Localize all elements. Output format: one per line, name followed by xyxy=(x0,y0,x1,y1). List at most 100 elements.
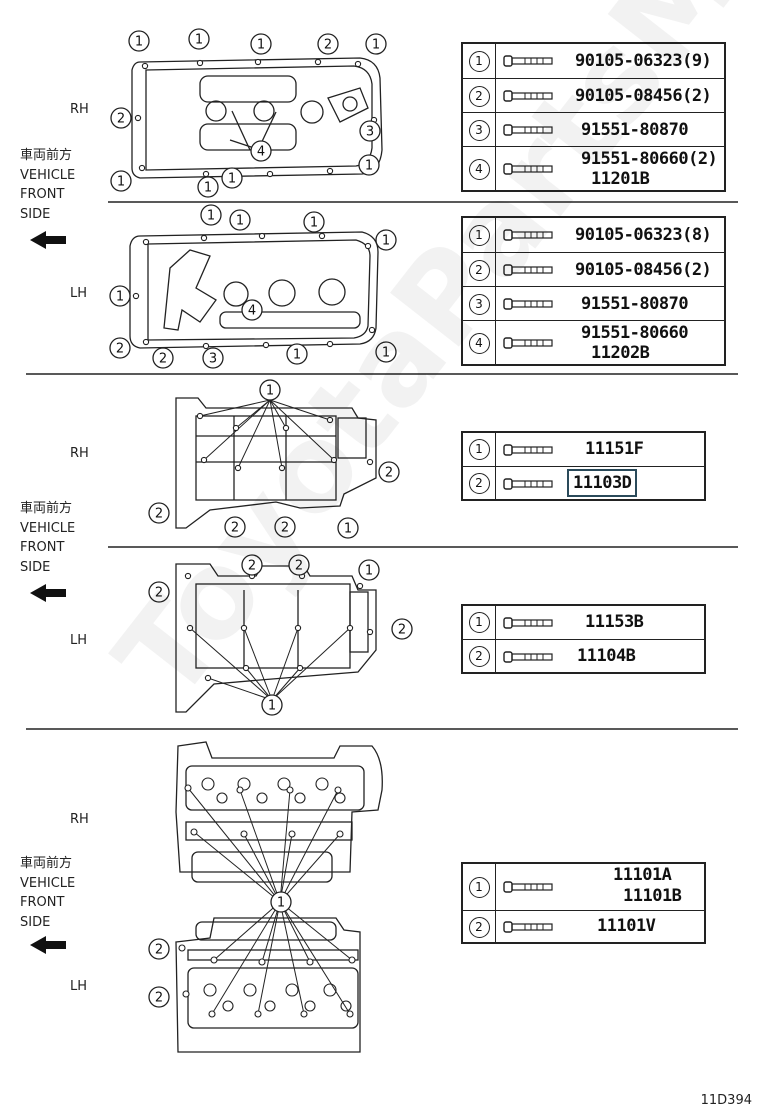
callout-circle xyxy=(359,120,381,142)
callout-circle xyxy=(250,140,272,162)
callout-circle xyxy=(358,154,380,176)
parts-table-lh-head-upper: 1 11153B 2 11104B xyxy=(461,604,706,674)
callout-number: 3 xyxy=(468,119,490,141)
callout-circle xyxy=(303,211,325,233)
callout-number: 2 xyxy=(248,559,256,574)
callout-circle xyxy=(152,347,174,369)
callout-circle xyxy=(224,516,246,538)
callout-number: 1 xyxy=(268,699,276,714)
callout-circle xyxy=(250,33,272,55)
callout-circle xyxy=(375,229,397,251)
side-label-rh: RH xyxy=(70,812,89,827)
callout-number: 2 xyxy=(468,473,490,494)
callout-circle xyxy=(375,341,397,363)
callout-number: 3 xyxy=(468,293,490,315)
bolt-icon xyxy=(503,90,553,102)
callout-number: 4 xyxy=(468,332,490,354)
callout-number: 3 xyxy=(366,125,374,140)
callout-circle xyxy=(109,285,131,307)
table-row: 2 11101V xyxy=(463,910,704,943)
callout-number: 1 xyxy=(204,181,212,196)
lh-cylinder-head-holes xyxy=(203,983,352,1012)
part-number: 11101A xyxy=(613,865,672,885)
rh-head-upper-drawing xyxy=(175,397,377,529)
callout-number: 1 xyxy=(293,348,301,363)
callout-number: 2 xyxy=(324,38,332,53)
callout-number: 1 xyxy=(468,50,490,72)
bolt-icon xyxy=(503,443,553,456)
callout-number: 1 xyxy=(468,876,490,898)
callout-number: 1 xyxy=(277,896,285,911)
callout-number: 2 xyxy=(159,352,167,367)
lh-cam-cover-drawing xyxy=(129,231,379,349)
part-number-highlighted[interactable]: 11103D xyxy=(566,469,638,497)
callout-number: 2 xyxy=(468,646,490,667)
head-bolt-points xyxy=(178,784,356,1018)
callout-number: 2 xyxy=(468,259,490,281)
parts-table-lh-cam-cover: 1 90105-06323(8) 2 90105-08456(2) 3 9155… xyxy=(461,216,726,366)
callout-number: 1 xyxy=(468,224,490,246)
callout-number: 2 xyxy=(231,521,239,536)
callout-circle xyxy=(270,891,292,913)
callout-number: 1 xyxy=(365,564,373,579)
part-number: 90105-06323(8) xyxy=(575,225,712,245)
side-label-lh: LH xyxy=(70,633,88,648)
callout-circle xyxy=(358,559,380,581)
callout-number: 2 xyxy=(468,85,490,107)
callout-number: 2 xyxy=(385,466,393,481)
callout-number: 1 xyxy=(266,384,274,399)
callout-number: 2 xyxy=(155,943,163,958)
part-number: 91551-80660 xyxy=(581,323,689,343)
callout-circle xyxy=(110,170,132,192)
callout-number: 1 xyxy=(310,216,318,231)
callout-circle xyxy=(337,517,359,539)
rh-head-upper-leaders xyxy=(199,399,335,469)
callout-number: 3 xyxy=(209,352,217,367)
lh-cylinder-head-drawing xyxy=(175,917,361,1053)
callout-number: 1 xyxy=(382,346,390,361)
parts-table-head-bolts: 1 11101A 11101B 2 11101V xyxy=(461,862,706,944)
rh-head-upper-bolts xyxy=(196,412,374,472)
part-number: 91551-80870 xyxy=(581,120,689,140)
callout-circle xyxy=(202,347,224,369)
callout-circle xyxy=(197,176,219,198)
callout-number: 1 xyxy=(228,172,236,187)
callout-number: 1 xyxy=(365,159,373,174)
callout-number: 1 xyxy=(468,439,490,460)
part-number: 90105-08456(2) xyxy=(575,260,712,280)
callout-number: 1 xyxy=(372,38,380,53)
callout-number: 1 xyxy=(195,33,203,48)
part-number: 90105-06323(9) xyxy=(575,51,712,71)
side-label-rh: RH xyxy=(70,446,89,461)
callout-circle xyxy=(200,204,222,226)
bolt-icon xyxy=(503,229,553,241)
callout-number: 4 xyxy=(257,145,265,160)
bolt-icon xyxy=(503,477,553,490)
callout-circle xyxy=(259,379,281,401)
callout-circle xyxy=(391,618,413,640)
part-number: 91551-80870 xyxy=(581,294,689,314)
callout-number: 2 xyxy=(468,916,490,938)
table-row: 2 11103D xyxy=(463,466,704,500)
lh-head-upper-leaders xyxy=(189,627,351,701)
bolt-icon xyxy=(503,163,553,175)
lh-cam-cover-bolts xyxy=(132,232,376,350)
callout-circle xyxy=(229,209,251,231)
table-row: 3 91551-80870 xyxy=(463,112,724,147)
part-number: 11101B xyxy=(623,886,682,906)
rh-cylinder-head-holes xyxy=(201,777,346,804)
table-row: 1 11151F xyxy=(463,433,704,466)
callout-circle xyxy=(286,343,308,365)
callout-circle xyxy=(221,167,243,189)
bolt-icon xyxy=(503,650,553,663)
part-number: 11153B xyxy=(585,612,644,632)
table-row: 1 11101A 11101B xyxy=(463,864,704,910)
callout-number: 1 xyxy=(116,290,124,305)
table-row: 2 90105-08456(2) xyxy=(463,252,724,287)
callout-circle xyxy=(148,986,170,1008)
part-number: 91551-80660(2) xyxy=(581,149,718,169)
bolt-icon xyxy=(503,616,553,629)
callout-circle xyxy=(148,938,170,960)
